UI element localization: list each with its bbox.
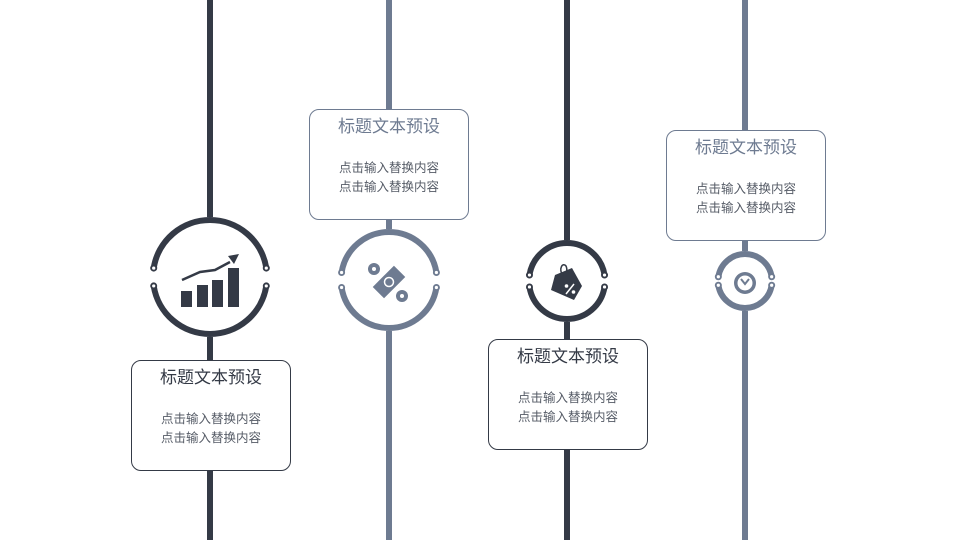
timeline-card-1: 标题文本预设 点击输入替换内容点击输入替换内容 [131, 360, 291, 471]
timeline-card-3: 标题文本预设 点击输入替换内容点击输入替换内容 [488, 339, 648, 450]
card-title: 标题文本预设 [338, 117, 440, 137]
card-title: 标题文本预设 [160, 368, 262, 388]
card-text: 点击输入替换内容 [517, 409, 618, 424]
card-text: 点击输入替换内容 [695, 200, 796, 215]
ring-arc [150, 285, 270, 337]
ring-arc [715, 251, 775, 278]
ring-arc [526, 286, 608, 322]
ring-end-dot-inner [339, 285, 344, 290]
ring-end-dot-inner [770, 283, 774, 287]
ring-end-dot-inner [434, 270, 439, 275]
ring-end-dot-inner [527, 273, 532, 277]
timeline-card-2: 标题文本预设 点击输入替换内容点击输入替换内容 [309, 109, 469, 220]
ring-end-dot-inner [527, 285, 532, 289]
card-title: 标题文本预设 [517, 347, 619, 367]
ring-end-dot-inner [434, 285, 439, 290]
card-text: 点击输入替换内容 [160, 411, 261, 426]
card-text: 点击输入替换内容 [160, 430, 261, 445]
ring-end-dot-inner [152, 284, 156, 288]
discount-tag-icon [551, 264, 582, 300]
ring-arc [715, 284, 775, 311]
money-coins-icon [368, 263, 408, 302]
ring-end-dot-inner [602, 285, 607, 289]
card-title: 标题文本预设 [695, 138, 797, 158]
card-text: 点击输入替换内容 [338, 160, 439, 175]
card-text: 点击输入替换内容 [338, 179, 439, 194]
card-text: 点击输入替换内容 [695, 181, 796, 196]
ring-end-dot-inner [602, 273, 607, 277]
ring-end-dot-inner [770, 275, 774, 279]
ring-end-dot-inner [264, 284, 268, 288]
clock-icon [734, 272, 756, 294]
card-text: 点击输入替换内容 [517, 390, 618, 405]
ring-arc [526, 240, 608, 276]
ring-end-dot-inner [152, 266, 156, 270]
ring-end-dot-inner [716, 283, 720, 287]
ring-arc [150, 217, 270, 269]
ring-end-dot-inner [264, 266, 268, 270]
ring-end-dot-inner [716, 275, 720, 279]
timeline-card-4: 标题文本预设 点击输入替换内容点击输入替换内容 [666, 130, 826, 241]
ring-end-dot-inner [339, 270, 344, 275]
ring-arc [338, 229, 440, 274]
growth-chart-icon [181, 254, 239, 307]
ring-arc [338, 286, 440, 331]
ring-background [150, 217, 270, 337]
